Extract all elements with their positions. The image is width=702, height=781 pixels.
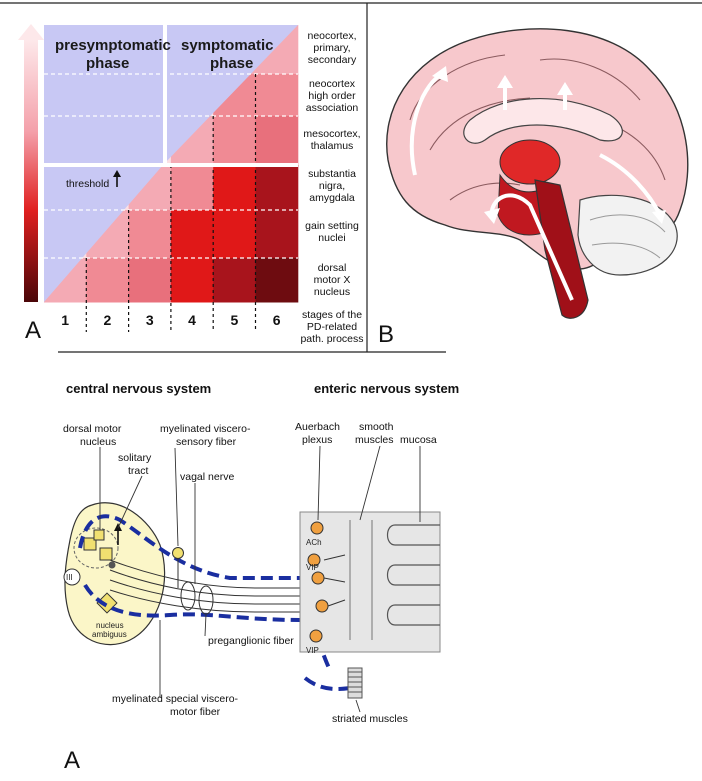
region-label-line: secondary	[308, 54, 357, 66]
stages-caption-line: path. process	[300, 333, 363, 345]
gradient-arrow-head	[18, 24, 44, 40]
sensory-fiber-label-1: myelinated viscero-	[160, 423, 251, 435]
vagal-diagram: central nervous system enteric nervous s…	[63, 381, 459, 774]
region-label-line: thalamus	[311, 140, 354, 152]
stage-cell	[171, 210, 214, 259]
solitary-tract-dot	[109, 562, 116, 569]
cns-title: central nervous system	[66, 381, 211, 396]
stage-cell	[256, 165, 299, 211]
region-label-line: gain setting	[305, 220, 359, 232]
presymptomatic-label-1: presymptomatic	[55, 37, 171, 54]
dmn-neuron-2	[100, 548, 112, 560]
ambiguus-label-1: nucleus	[96, 621, 124, 630]
region-label-line: neocortex	[309, 78, 356, 90]
stages-caption-line: PD-related	[307, 321, 357, 333]
region-labels: neocortex,primary,secondary neocortexhigh…	[303, 30, 360, 298]
panel-letter-b: B	[378, 321, 394, 348]
auerbach-label-1: Auerbach	[295, 421, 340, 433]
stage-number: 6	[273, 312, 281, 328]
stage-number: 2	[104, 312, 112, 328]
stage-cell	[213, 258, 256, 303]
stage-cell	[213, 210, 256, 259]
auerbach-neuron-1	[311, 522, 323, 534]
ens-title: enteric nervous system	[314, 381, 459, 396]
stage-cell	[86, 258, 129, 303]
brain-illustration: B	[378, 29, 688, 348]
mucosa-label: mucosa	[400, 434, 437, 446]
stage-cell	[213, 165, 256, 211]
staging-chart: presymptomatic phase symptomatic phase t…	[18, 24, 364, 345]
auerbach-label-2: plexus	[302, 434, 332, 446]
stages-caption-line: stages of the	[302, 309, 362, 321]
auerbach-neuron-3	[312, 572, 324, 584]
region-label-line: motor X	[314, 274, 351, 286]
nodose-ganglion	[173, 548, 184, 559]
symptomatic-label-2: phase	[210, 55, 253, 72]
sensory-fiber-label-2: sensory fiber	[176, 436, 237, 448]
auerbach-neuron-5	[310, 630, 322, 642]
stage-cell	[256, 258, 299, 303]
stage-cell	[129, 210, 172, 259]
striated-label: striated muscles	[332, 713, 408, 725]
vagal-sheath-1	[181, 582, 195, 610]
intensity-gradient-bar	[24, 40, 38, 302]
region-label-line: substantia	[308, 168, 356, 180]
region-label-line: nuclei	[318, 232, 345, 244]
stage-cell	[129, 258, 172, 303]
region-label-line: association	[306, 102, 359, 114]
preganglionic-label: preganglionic fiber	[208, 635, 294, 647]
stage-number: 3	[146, 312, 154, 328]
region-label-line: amygdala	[309, 192, 355, 204]
vagal-nerve-label: vagal nerve	[180, 471, 234, 483]
roman-label: III	[66, 573, 73, 582]
region-label-line: dorsal	[318, 262, 347, 274]
smooth-label-2: muscles	[355, 434, 394, 446]
symptomatic-label-1: symptomatic	[181, 37, 274, 54]
ach-label: ACh	[306, 538, 322, 547]
panel-letter-a-bottom: A	[64, 747, 80, 774]
thalamus	[500, 140, 560, 184]
region-label-line: nigra,	[319, 180, 345, 192]
stage-cell	[213, 116, 256, 166]
vip-label-2: VIP	[306, 646, 319, 655]
threshold-label: threshold	[66, 178, 109, 190]
region-label-line: neocortex,	[307, 30, 356, 42]
smooth-label-1: smooth	[359, 421, 394, 433]
stage-number: 4	[188, 312, 196, 328]
solitary-label-1: solitary	[118, 452, 152, 464]
dmn-label-1: dorsal motor	[63, 423, 122, 435]
stage-cell	[256, 74, 299, 117]
motor-fiber-striated	[305, 678, 350, 689]
stage-number: 1	[61, 312, 69, 328]
solitary-label-2: tract	[128, 465, 149, 477]
region-label-line: high order	[308, 90, 356, 102]
presymptomatic-label-2: phase	[86, 55, 129, 72]
stage-cell	[171, 258, 214, 303]
ambiguus-label-2: ambiguus	[92, 630, 127, 639]
dmn-neuron-3	[94, 530, 104, 540]
striated-muscle-icon	[348, 668, 362, 698]
stage-number: 5	[230, 312, 238, 328]
auerbach-neuron-4	[316, 600, 328, 612]
stage-cell	[171, 165, 214, 211]
region-label-line: mesocortex,	[303, 128, 360, 140]
dmn-label-2: nucleus	[80, 436, 116, 448]
stage-cell	[256, 210, 299, 259]
region-label-line: nucleus	[314, 286, 350, 298]
panel-letter-a-top: A	[25, 317, 41, 344]
motor-fiber-label-2: motor fiber	[170, 706, 221, 718]
stage-cell	[256, 116, 299, 166]
vip-label-1: VIP	[306, 563, 319, 572]
region-label-line: primary,	[313, 42, 350, 54]
motor-fiber-label-1: myelinated special viscero-	[112, 693, 239, 705]
